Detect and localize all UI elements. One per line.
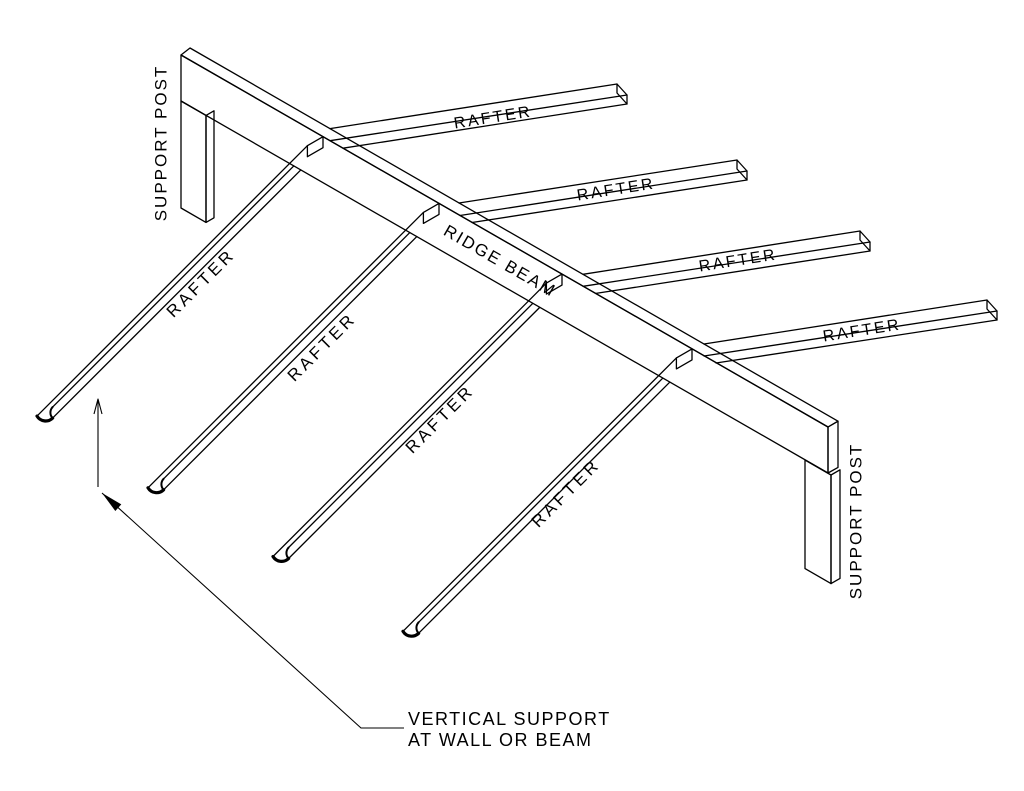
leader-arrowhead-icon bbox=[102, 493, 122, 511]
label-rafter-left-4: RAFTER bbox=[528, 455, 604, 531]
label-support-post-right: SUPPORT POST bbox=[847, 443, 866, 600]
label-rafter-left-1: RAFTER bbox=[163, 245, 239, 321]
rafter-left-3 bbox=[271, 273, 563, 563]
label-rafter-left-3: RAFTER bbox=[402, 381, 478, 457]
rafter-right-2 bbox=[458, 159, 748, 224]
rafter-right-3 bbox=[582, 230, 871, 295]
rafter-right-1 bbox=[329, 83, 628, 149]
leader-line bbox=[101, 492, 404, 729]
note-vertical-support-line2: AT WALL OR BEAM bbox=[408, 730, 593, 750]
support-post-left bbox=[180, 100, 215, 224]
support-post-right bbox=[804, 459, 841, 585]
rafter-left-2 bbox=[146, 202, 440, 495]
rafter-right-4 bbox=[703, 299, 998, 364]
note-vertical-support-line1: VERTICAL SUPPORT bbox=[408, 709, 611, 729]
rafter-left-1 bbox=[35, 136, 324, 423]
rafter-left-4 bbox=[401, 348, 693, 638]
label-support-post-left: SUPPORT POST bbox=[152, 65, 171, 222]
vertical-support-arrow bbox=[93, 398, 103, 487]
